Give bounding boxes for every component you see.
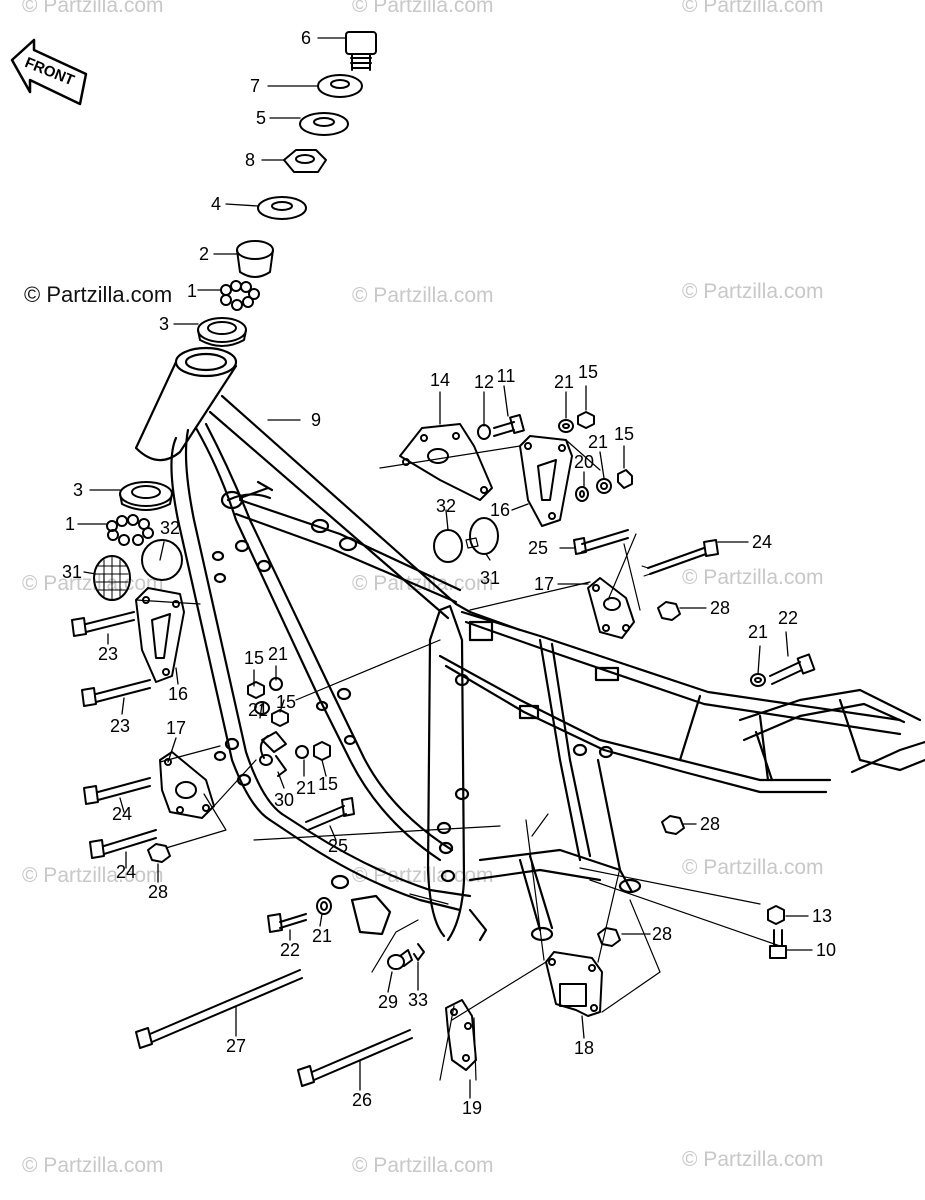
callout-23: 23 — [110, 716, 130, 736]
callout-28: 28 — [710, 598, 730, 618]
watermark: © Partzilla.com — [682, 1148, 824, 1171]
callout-21: 21 — [312, 926, 332, 946]
watermark: © Partzilla.com — [22, 864, 164, 887]
callout-3: 3 — [73, 480, 83, 500]
callout-28: 28 — [148, 882, 168, 902]
watermark: © Partzilla.com — [682, 566, 824, 589]
callout-21: 21 — [296, 778, 316, 798]
callout-30: 30 — [274, 790, 294, 810]
watermark: © Partzilla.com — [682, 280, 824, 303]
callout-6: 6 — [301, 28, 311, 48]
callout-32: 32 — [160, 518, 180, 538]
steering-stem-parts — [93, 31, 377, 601]
front-arrow: FRONT — [10, 38, 88, 106]
callout-15: 15 — [318, 774, 338, 794]
callout-labels: 6 7 5 8 4 2 1 3 9 3 1 32 31 23 23 16 17 … — [62, 28, 836, 1118]
callout-24: 24 — [116, 862, 136, 882]
callout-24: 24 — [112, 804, 132, 824]
callout-28: 28 — [700, 814, 720, 834]
callout-25: 25 — [528, 538, 548, 558]
callout-8: 8 — [245, 150, 255, 170]
callout-29: 29 — [378, 992, 398, 1012]
callout-19: 19 — [462, 1098, 482, 1118]
callout-33: 33 — [408, 990, 428, 1010]
callout-25: 25 — [328, 836, 348, 856]
callout-17: 17 — [166, 718, 186, 738]
callout-21: 21 — [748, 622, 768, 642]
watermark: © Partzilla.com — [352, 864, 494, 887]
callout-17: 17 — [534, 574, 554, 594]
callout-24: 24 — [752, 532, 772, 552]
callout-13: 13 — [812, 906, 832, 926]
callout-26: 26 — [352, 1090, 372, 1110]
callout-21: 21 — [554, 372, 574, 392]
callout-14: 14 — [430, 370, 450, 390]
callout-10: 10 — [816, 940, 836, 960]
callout-21: 21 — [588, 432, 608, 452]
callout-18: 18 — [574, 1038, 594, 1058]
leader-lines — [77, 37, 813, 1099]
callout-22: 22 — [778, 608, 798, 628]
brackets — [135, 423, 635, 1071]
callout-1: 1 — [65, 514, 75, 534]
callout-4: 4 — [211, 194, 221, 214]
watermark: © Partzilla.com — [682, 0, 824, 17]
callout-3: 3 — [159, 314, 169, 334]
callout-16: 16 — [490, 500, 510, 520]
watermark: © Partzilla.com — [22, 0, 164, 17]
callout-11: 11 — [497, 366, 516, 386]
watermark: © Partzilla.com — [352, 284, 494, 307]
callout-16: 16 — [168, 684, 188, 704]
callout-32: 32 — [436, 496, 456, 516]
callout-21: 21 — [268, 644, 288, 664]
callout-21: 21 — [248, 700, 268, 720]
callout-1: 1 — [187, 281, 197, 301]
callout-7: 7 — [250, 76, 260, 96]
callout-22: 22 — [280, 940, 300, 960]
callout-15: 15 — [614, 424, 634, 444]
callout-15: 15 — [244, 648, 264, 668]
main-frame — [134, 346, 925, 942]
callout-15: 15 — [578, 362, 598, 382]
hardware — [71, 411, 816, 1087]
watermark: © Partzilla.com — [22, 1154, 164, 1177]
assembly-lines — [135, 439, 781, 1081]
watermark: © Partzilla.com — [682, 856, 824, 879]
watermark-primary: © Partzilla.com — [24, 282, 173, 307]
watermark: © Partzilla.com — [352, 1154, 494, 1177]
callout-2: 2 — [199, 244, 209, 264]
callout-23: 23 — [98, 644, 118, 664]
callout-20: 20 — [574, 452, 594, 472]
callout-12: 12 — [474, 372, 494, 392]
callout-9: 9 — [311, 410, 321, 430]
callout-27: 27 — [226, 1036, 246, 1056]
callout-31: 31 — [62, 562, 82, 582]
callout-31: 31 — [480, 568, 500, 588]
watermark: © Partzilla.com — [352, 0, 494, 17]
callout-5: 5 — [256, 108, 266, 128]
callout-28: 28 — [652, 924, 672, 944]
callout-15: 15 — [276, 692, 296, 712]
